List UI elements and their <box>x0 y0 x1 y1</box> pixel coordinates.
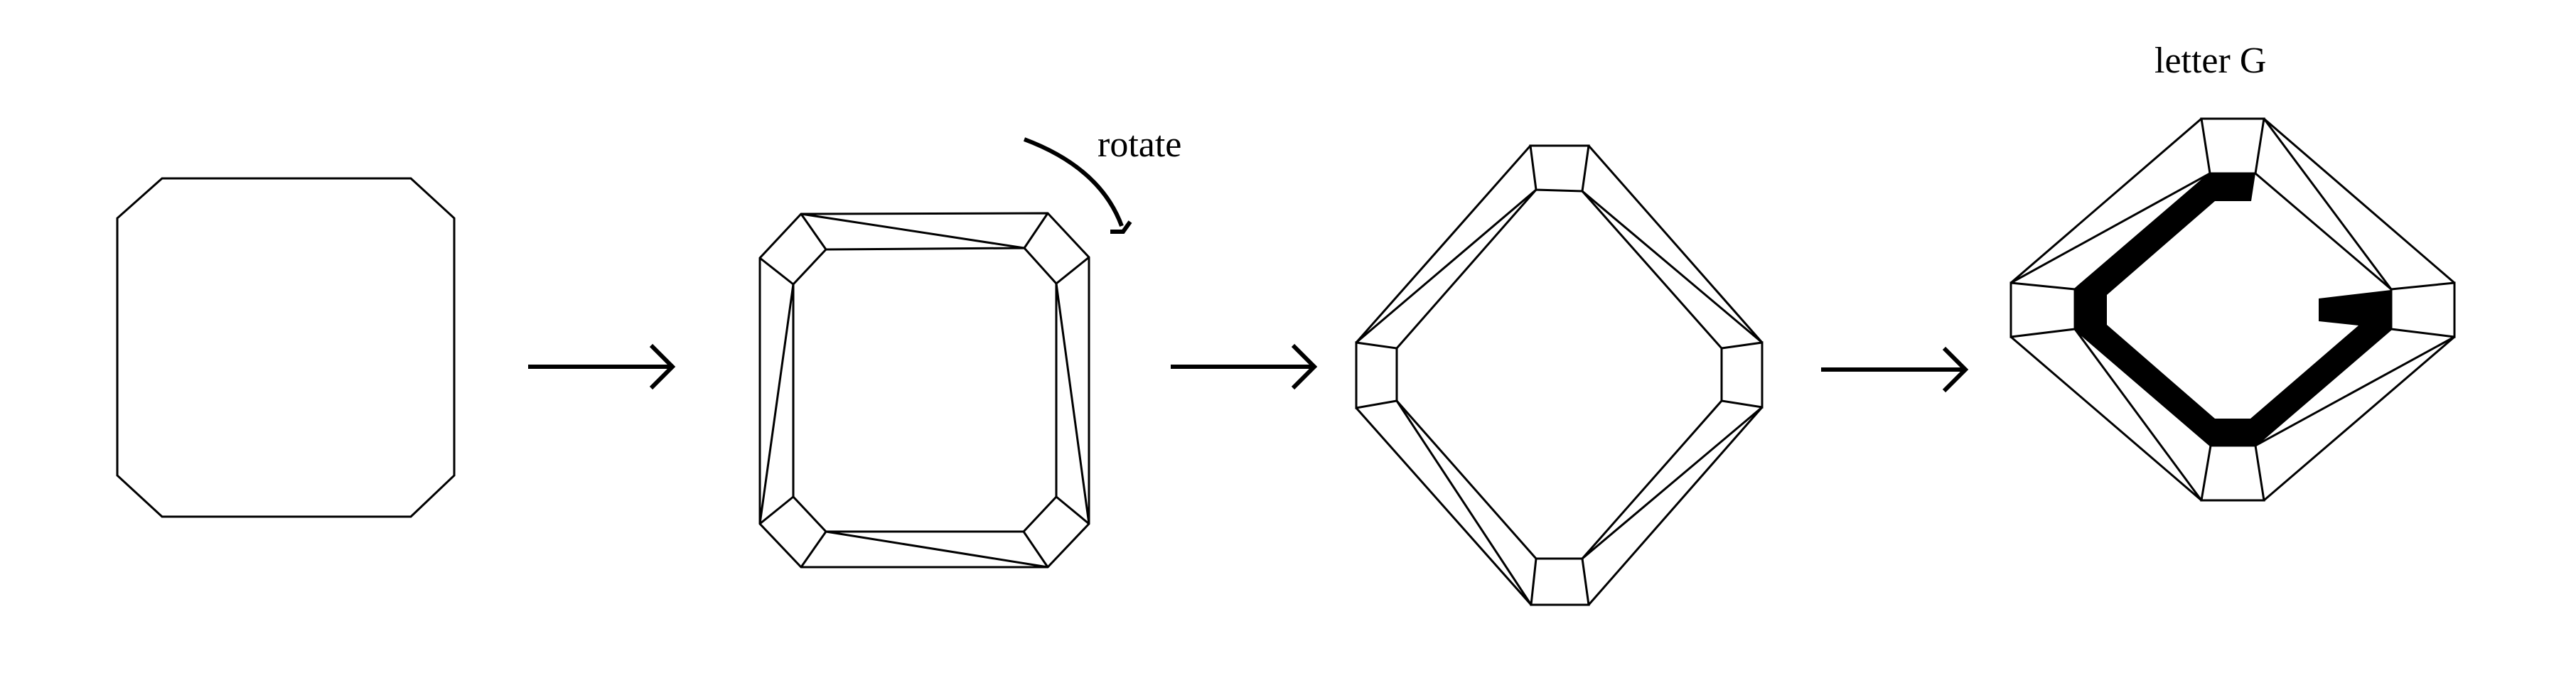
arrow-right-icon <box>1821 346 1969 393</box>
arrow-right-icon <box>1171 343 1318 390</box>
octagon-shape <box>116 177 456 518</box>
letter-g-shape <box>2075 173 2391 446</box>
arrow-right-icon <box>528 343 676 390</box>
step-2-faceted-octagon <box>758 212 1090 569</box>
letter-g-label: letter G <box>2154 41 2267 81</box>
rotate-label: rotate <box>1098 124 1182 165</box>
step-4-letter-g <box>2009 117 2456 502</box>
step-3-rotated-octagon <box>1355 144 1764 606</box>
rotate-arrow-icon <box>1023 137 1132 234</box>
inner-square <box>792 247 1058 533</box>
step-1-octagon <box>116 177 456 518</box>
